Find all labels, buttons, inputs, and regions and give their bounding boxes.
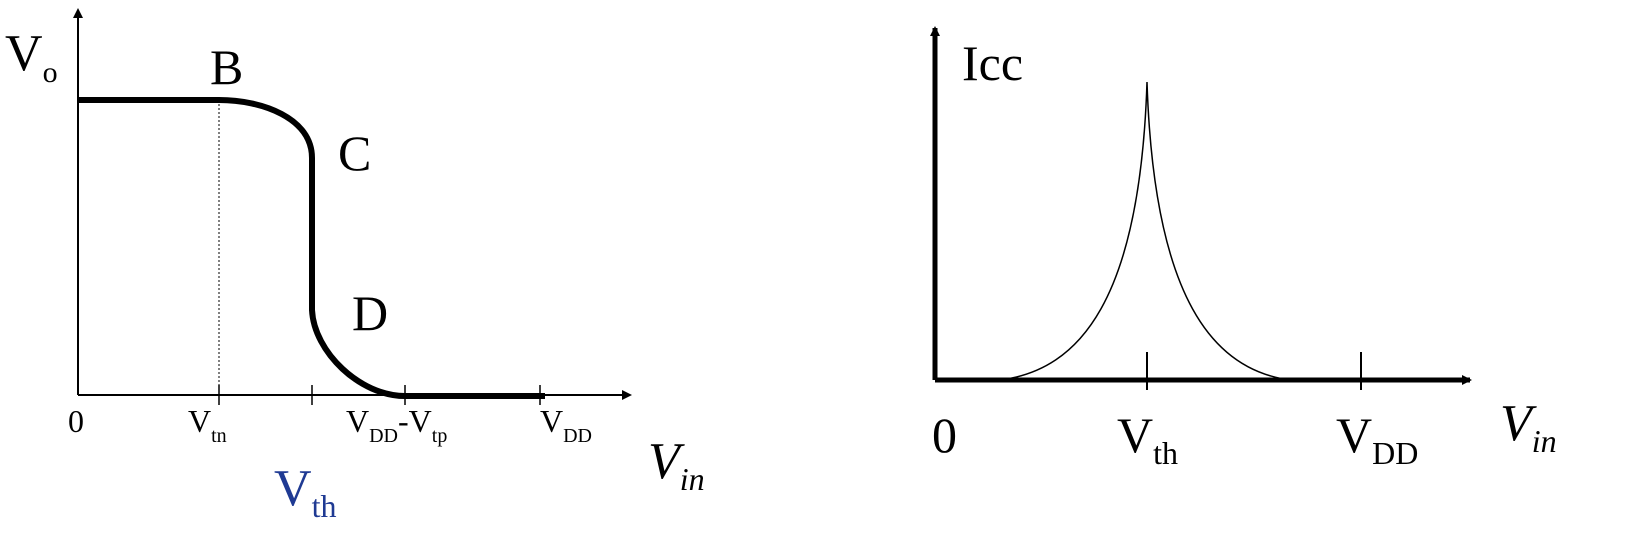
tick-label-vtn: Vtn <box>188 403 227 447</box>
tick-label-zero: 0 <box>932 407 957 463</box>
point-c-label: C <box>338 125 371 181</box>
vtc-plot: Vo B C D 0 Vtn VDD-Vtp VDD Vth Vin <box>5 8 705 524</box>
tick-label-zero: 0 <box>68 403 84 439</box>
tick-label-vdd: VDD <box>1336 407 1418 471</box>
tick-label-vth: Vth <box>1117 407 1178 471</box>
current-spike-curve <box>999 81 1291 381</box>
vth-label: Vth <box>274 460 336 524</box>
y-axis-label: Icc <box>962 35 1023 91</box>
x-axis-label: Vin <box>1500 395 1557 459</box>
x-axis-label: Vin <box>648 433 705 497</box>
transfer-curve <box>78 97 545 399</box>
point-d-label: D <box>352 285 388 341</box>
y-axis-label: Vo <box>5 25 58 89</box>
point-b-label: B <box>210 39 243 95</box>
tick-label-vdd-minus-vtp: VDD-Vtp <box>346 403 447 447</box>
current-plot: Icc 0 Vth VDD Vin <box>930 26 1557 471</box>
tick-label-vdd: VDD <box>540 403 592 447</box>
